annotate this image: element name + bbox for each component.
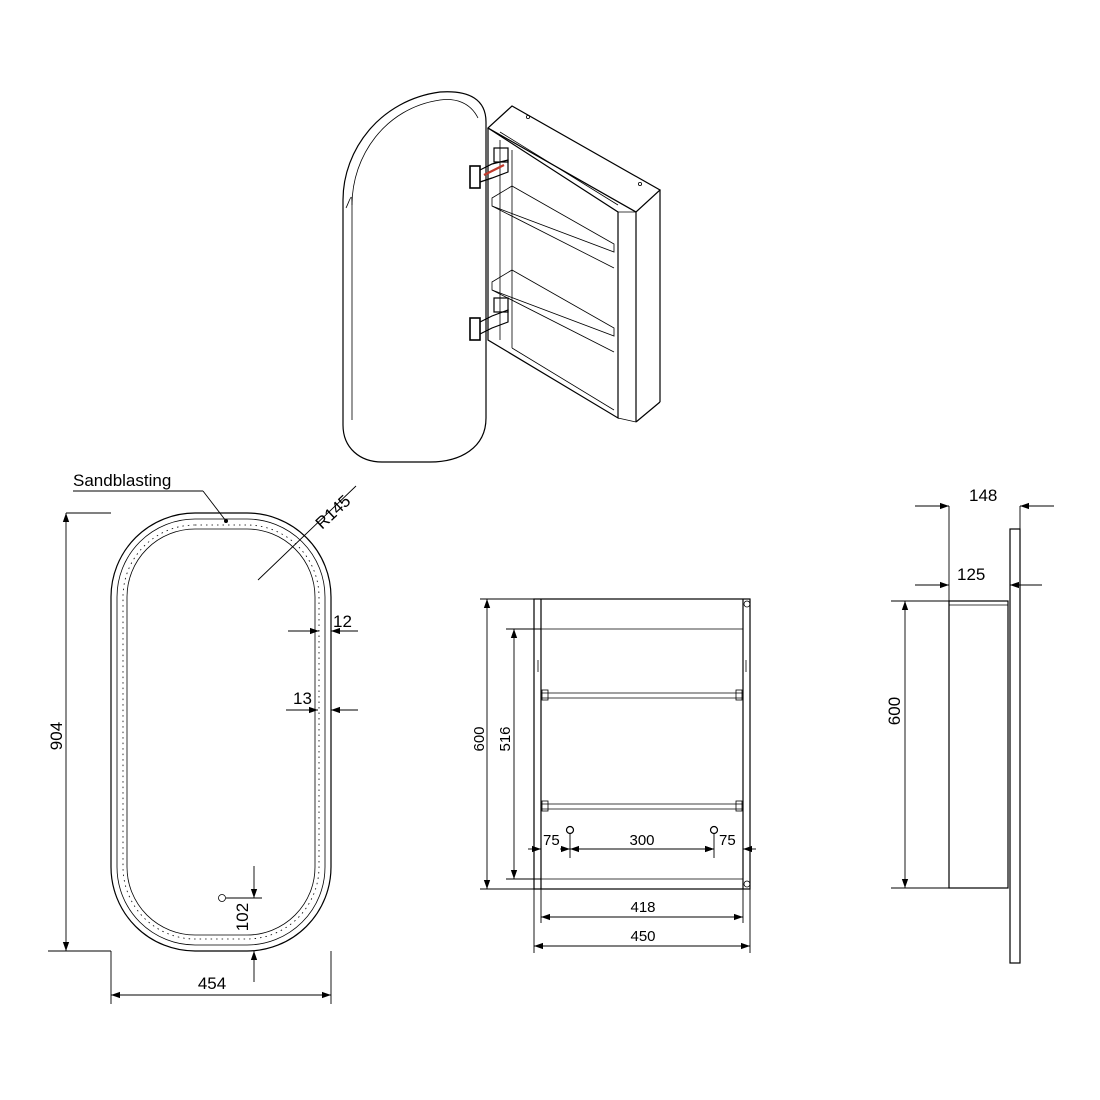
- open-door: [342, 91, 487, 463]
- side-body-outline: [948, 600, 1009, 889]
- dim-hole-offset-right: 75: [719, 832, 736, 849]
- dim-side-depth-body: 125: [957, 565, 985, 584]
- sensor-icon: [218, 894, 226, 902]
- sandblasted-band: [122, 524, 320, 940]
- isometric-view: [342, 91, 662, 463]
- dim-front-height: 904: [47, 722, 66, 750]
- dim-cabinet-outer-width: 450: [630, 928, 655, 945]
- radius-label: R145: [312, 491, 355, 533]
- dim-cabinet-height-outer: 600: [471, 726, 488, 751]
- lower-hinge: [469, 297, 509, 341]
- dim-side-height: 600: [885, 697, 904, 725]
- dim-hole-offset-left: 75: [543, 832, 560, 849]
- sandblasting-label: Sandblasting: [73, 471, 171, 490]
- mirror-outer-outline: [110, 512, 332, 952]
- side-view: 148 125 600: [885, 486, 1054, 964]
- dim-sensor-offset: 102: [233, 903, 252, 931]
- dim-side-depth-total: 148: [969, 486, 997, 505]
- side-door-outline: [1009, 528, 1021, 964]
- mounting-hole-icon: [709, 825, 719, 835]
- mounting-hole-icon: [565, 825, 575, 835]
- dim-frame-gap-inner: 13: [293, 689, 312, 708]
- upper-hinge: [469, 147, 509, 189]
- dim-front-width: 454: [198, 974, 226, 993]
- dim-hole-spacing: 300: [629, 832, 654, 849]
- dim-frame-gap-outer: 12: [333, 612, 352, 631]
- front-view: Sandblasting R145 904 454 12 13 102: [47, 471, 358, 1004]
- dim-cabinet-height-inner: 516: [497, 726, 514, 751]
- cabinet-front-view: 600 516 75 300 75 418 450: [471, 598, 756, 953]
- cabinet-body: [486, 105, 662, 423]
- cabinet-shelf: [541, 689, 743, 701]
- cabinet-shelf: [541, 800, 743, 812]
- dim-cabinet-inner-width: 418: [630, 899, 655, 916]
- cabinet-outline: [533, 598, 751, 890]
